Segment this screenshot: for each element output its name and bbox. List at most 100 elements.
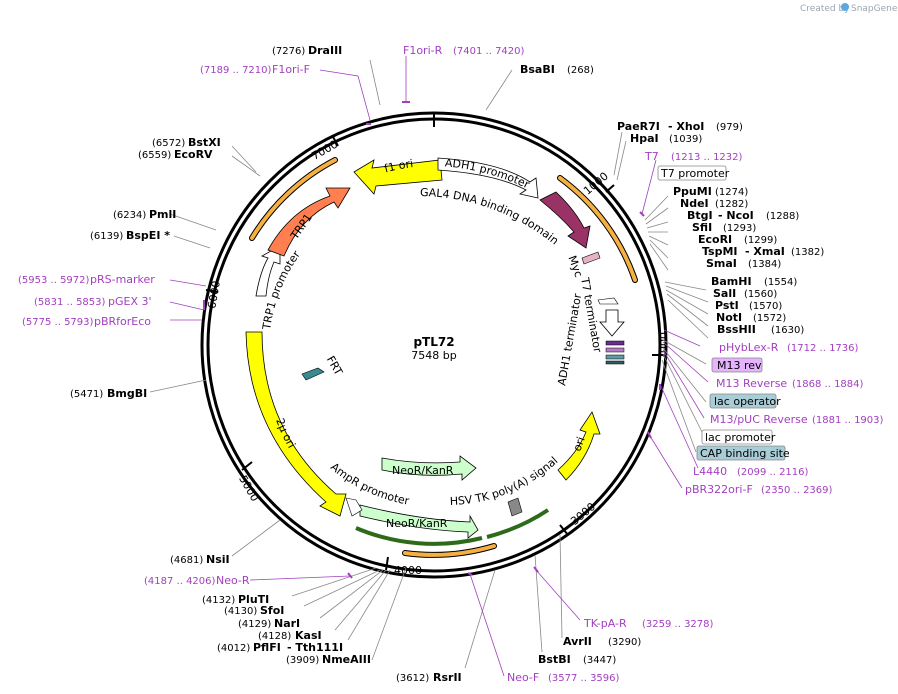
bstbi-position: (3447) [583,655,616,666]
ecorv-position: (6559) [138,150,171,161]
bamhi-label: BamHI [711,275,752,288]
neor-outer-label: NeoR/KanR [386,517,448,530]
l4440-position: (2099 .. 2116) [737,467,809,478]
ppumi-position: (1274) [715,187,748,198]
trp1-promoter-arrow [255,245,281,297]
f1-ori-label: f1 ori [383,157,414,175]
lac-promoter-label: lac promoter [705,431,776,444]
kasi-position: (4128) [258,631,291,642]
prs-marker-position: (5953 .. 5972) [18,275,90,286]
smai-label: SmaI [706,257,737,270]
bstbi-label: BstBI [538,653,571,666]
pbr322ori-f-label: pBR322ori-F [685,483,753,496]
frt-mark [301,367,325,381]
bstxi-position: (6572) [152,138,185,149]
sali-position: (1560) [744,289,777,300]
prs-marker-label: pRS-marker [90,273,155,286]
ndei-position: (1282) [715,199,748,210]
nmeaiii-position: (3909) [286,655,319,666]
neor-inner-label: NeoR/KanR [392,464,454,477]
left-labels: (5471) BmgBI (5953 .. 5972) pRS-marker (… [18,136,221,400]
snapgene-logo-icon [841,3,849,11]
m13-rev-box [711,357,763,373]
ori-arrow [557,411,601,481]
tspmi-label: TspMI [702,245,738,258]
ecori-position: (1299) [744,235,777,246]
t7-primer-label: T7 [644,150,659,163]
sali-label: SalI [713,287,736,300]
m13-reverse-label: M13 Reverse [716,377,787,390]
watermark-prefix: Created by [800,4,850,14]
hsv-tk-mark [507,497,523,517]
m13-reverse-position: (1868 .. 1884) [792,379,864,390]
phyblex-r-position: (1712 .. 1736) [787,343,859,354]
orange-tracks [249,157,638,558]
sfii-position: (1293) [723,223,756,234]
hpai-label: HpaI [630,132,659,145]
bsabi-position: (268) [567,65,594,76]
lac-promoter-box [701,429,773,445]
mcs-boxes [605,340,625,365]
neo-r-position: (4187 .. 4206) [144,576,216,587]
tth111i-label: - Tth111I [287,641,343,654]
psti-position: (1570) [749,301,782,312]
adh1-terminator-label: ADH1 terminator [555,292,584,387]
pluti-position: (4132) [202,595,235,606]
avrii-position: (3290) [608,637,641,648]
cap-site-label: CAP binding site [700,447,790,460]
tick-marks [205,113,664,571]
leader-lines [149,59,709,669]
sfoi-label: SfoI [260,604,284,617]
t7-primer-position: (1213 .. 1232) [671,152,743,163]
pluti-label: PluTI [238,593,269,606]
bsabi-label: BsaBI [520,63,555,76]
pbrforeco-position: (5775 .. 5793) [22,317,94,328]
adh1-terminator-arrow [599,309,625,337]
primer-marks [203,101,661,579]
paer7i-position: (979) [716,122,743,133]
bmgbi-label: BmgBI [107,387,147,400]
pbrforeco-label: pBRforEco [94,315,151,328]
right-labels: PaeR7I - XhoI (979) HpaI (1039) T7 (1213… [617,120,884,496]
bottom-labels: TK-pA-R (3259 .. 3278) AvrII (3290) BstB… [396,617,714,684]
l4440-label: L4440 [693,465,727,478]
plasmid-name: pTL72 [413,335,454,349]
pgex3-position: (5831 .. 5853) [34,297,106,308]
pgex3-label: pGEX 3' [108,295,152,308]
m13-puc-reverse-label: M13/pUC Reverse [710,413,808,426]
t7-promoter-label: T7 promoter [660,167,730,180]
watermark-brand: SnapGene [851,4,898,14]
noti-position: (1572) [753,313,786,324]
cap-site-box [696,445,786,461]
ncoi-label: - NcoI [718,209,754,222]
bsshii-label: BssHII [717,323,756,336]
draiii-label: DraIII [308,44,342,57]
draiii-position: (7276) [272,46,305,57]
rsrii-position: (3612) [396,673,429,684]
xmai-label: - XmaI [745,245,785,258]
gal4-arrow [539,191,591,249]
smai-position: (1384) [748,259,781,270]
two-mu-ori-arrow [245,331,347,517]
pmli-label: PmlI [149,208,176,221]
nari-position: (4129) [238,619,271,630]
bsshii-position: (1630) [771,325,804,336]
lac-operator-label: lac operator [714,395,781,408]
ndei-label: NdeI [680,197,709,210]
left-bottom-labels: (4681) NsiI (4187 .. 4206) Neo-R (4132) … [144,553,371,666]
tspmi-position: (1382) [791,247,824,258]
f1ori-f-position: (7189 .. 7210) [200,65,272,76]
neor-inner-arrow [381,455,477,481]
tick-6000: 6000 [205,280,223,310]
tk-pa-r-label: TK-pA-R [583,617,627,630]
f1ori-r-label: F1ori-R [403,44,443,57]
ecori-label: EcoRI [698,233,732,246]
ppumi-label: PpuMI [673,185,712,198]
pmli-position: (6234) [113,210,146,221]
tick-1000: 1000 [581,170,611,198]
bspei-label: BspEI * [126,229,170,242]
snapgene-watermark: Created by SnapGene [800,3,898,14]
rsrii-label: RsrII [433,671,462,684]
t7-promoter-box [657,165,727,181]
